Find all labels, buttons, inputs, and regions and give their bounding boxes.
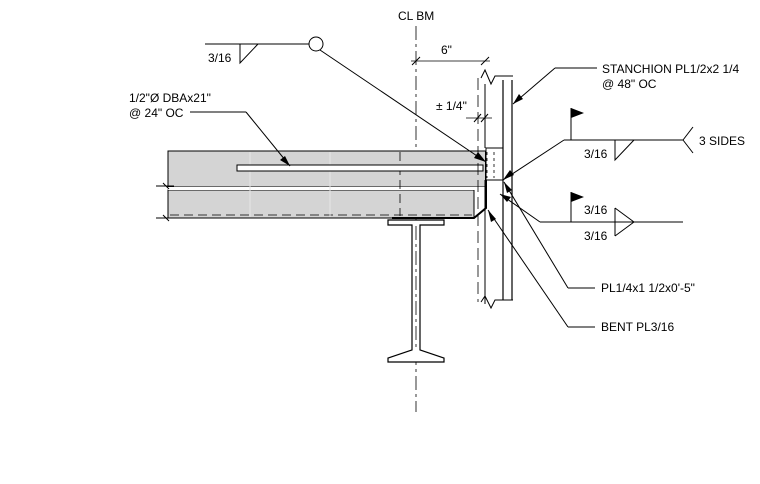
stud-label-line2: @ 24" OC: [129, 106, 184, 120]
stanchion-label-line1: STANCHION PL1/2x2 1/4: [602, 62, 739, 76]
bent-plate-label: BENT PL3/16: [601, 320, 674, 334]
dimension-6in-label: 6": [441, 43, 452, 57]
dimension-6in: 6": [411, 43, 490, 66]
weld-all-around-icon: [308, 36, 324, 52]
weld-symbol-3-sides: 3/16 3 SIDES: [502, 108, 745, 181]
bent-plate-callout: BENT PL3/16: [487, 209, 674, 334]
weld-both-top-size: 3/16: [584, 203, 608, 217]
weld-3-sides-size: 3/16: [584, 147, 608, 161]
plate-label: PL1/4x1 1/2x0'-5": [601, 281, 695, 295]
dimension-quarter-label: ± 1/4": [436, 99, 467, 113]
weld-3-sides-note: 3 SIDES: [699, 134, 745, 148]
stanchion: [477, 78, 513, 304]
field-weld-flag-icon-2: [571, 192, 584, 202]
field-weld-flag-icon: [571, 108, 584, 118]
weld-top-size: 3/16: [208, 51, 232, 65]
stud-label-line1: 1/2"Ø DBAx21": [129, 91, 211, 105]
stanchion-callout: STANCHION PL1/2x2 1/4 @ 48" OC: [512, 62, 739, 105]
weld-symbol-both-sides: 3/16 3/16: [499, 192, 683, 243]
slab-break-marks: [156, 182, 174, 222]
dimension-quarter: ± 1/4": [436, 99, 492, 123]
dowel-bar-anchor: [236, 164, 484, 172]
stanchion-break-marks: [480, 68, 513, 310]
steel-beam: [387, 219, 445, 363]
stud-callout: 1/2"Ø DBAx21" @ 24" OC: [129, 91, 291, 167]
weld-symbol-top: 3/16: [205, 36, 487, 163]
plate-callout: PL1/4x1 1/2x0'-5": [503, 181, 695, 295]
concrete-slab: [167, 150, 487, 219]
cl-bm-label: CL BM: [398, 9, 434, 23]
weld-both-bottom-size: 3/16: [584, 229, 608, 243]
stanchion-label-line2: @ 48" OC: [602, 77, 657, 91]
